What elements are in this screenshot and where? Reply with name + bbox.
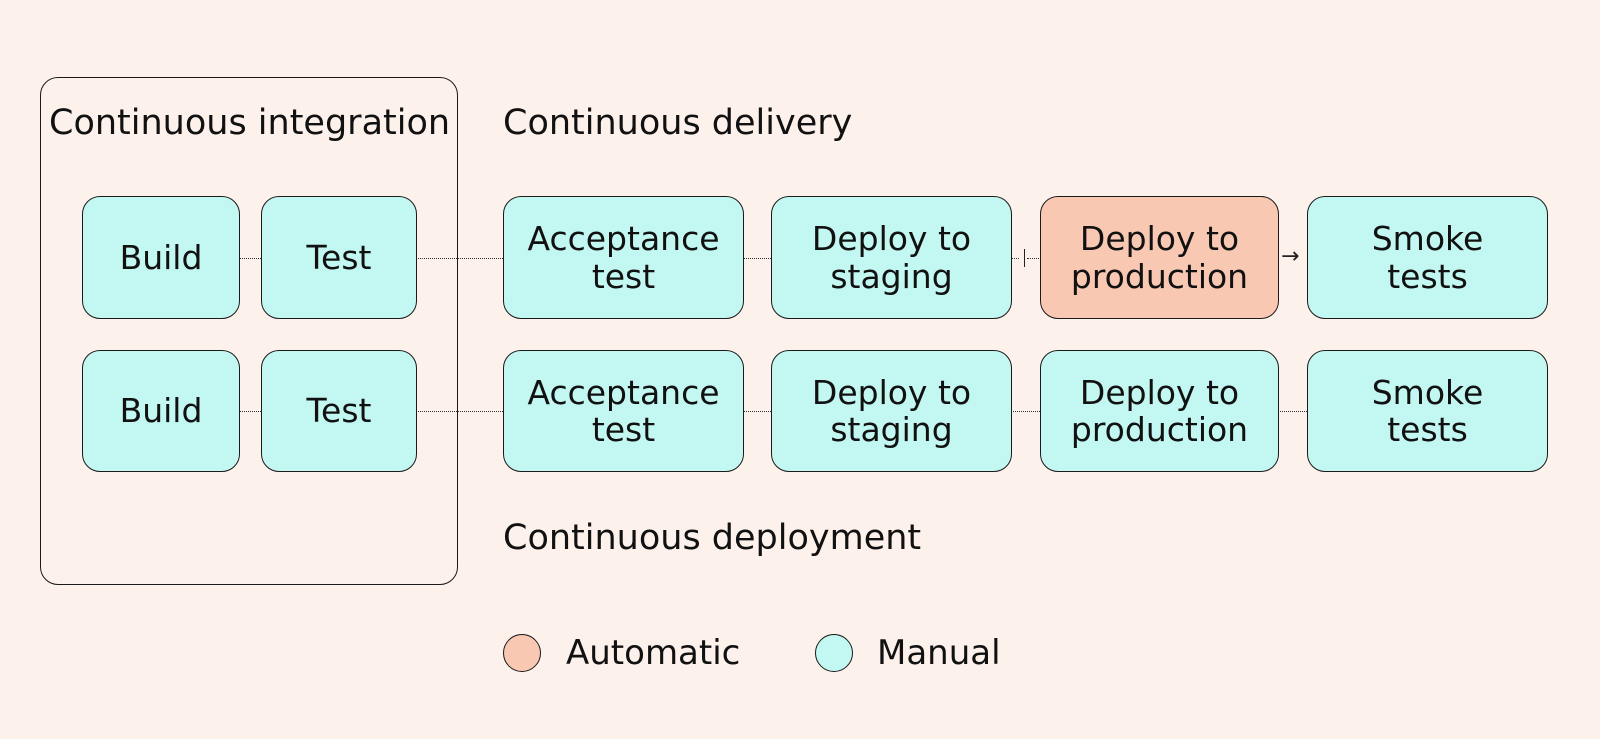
legend-automatic-swatch [503,634,541,672]
deployment-smoke-box: Smoke tests [1307,350,1548,472]
delivery-heading: Continuous delivery [503,103,853,143]
delivery-build-box: Build [82,196,240,319]
deployment-production-box: Deploy to production [1040,350,1279,472]
legend-manual-label: Manual [877,633,1001,673]
connector-test-acceptance [416,258,503,259]
connector-staging-production-2 [1011,411,1040,412]
manual-gate-icon [1024,249,1025,267]
connector-gate-production [1027,258,1039,259]
delivery-test-box: Test [261,196,417,319]
continuous-integration-frame [40,77,458,585]
connector-build-test-2 [239,411,261,412]
delivery-acceptance-box: Acceptance test [503,196,744,319]
deployment-staging-box: Deploy to staging [771,350,1012,472]
connector-acceptance-staging-2 [743,411,771,412]
delivery-production-box: Deploy to production [1040,196,1279,319]
deployment-acceptance-box: Acceptance test [503,350,744,472]
legend-automatic-label: Automatic [566,633,741,673]
connector-build-test [239,258,261,259]
delivery-smoke-box: Smoke tests [1307,196,1548,319]
connector-production-smoke-2 [1278,411,1307,412]
deployment-build-box: Build [82,350,240,472]
deployment-heading: Continuous deployment [503,518,922,558]
delivery-staging-box: Deploy to staging [771,196,1012,319]
legend-manual-swatch [815,634,853,672]
arrow-right-icon: → [1281,244,1300,269]
connector-test-acceptance-2 [416,411,503,412]
ci-heading: Continuous integration [49,103,451,143]
connector-acceptance-staging [743,258,771,259]
deployment-test-box: Test [261,350,417,472]
connector-staging-gate [1011,258,1019,259]
